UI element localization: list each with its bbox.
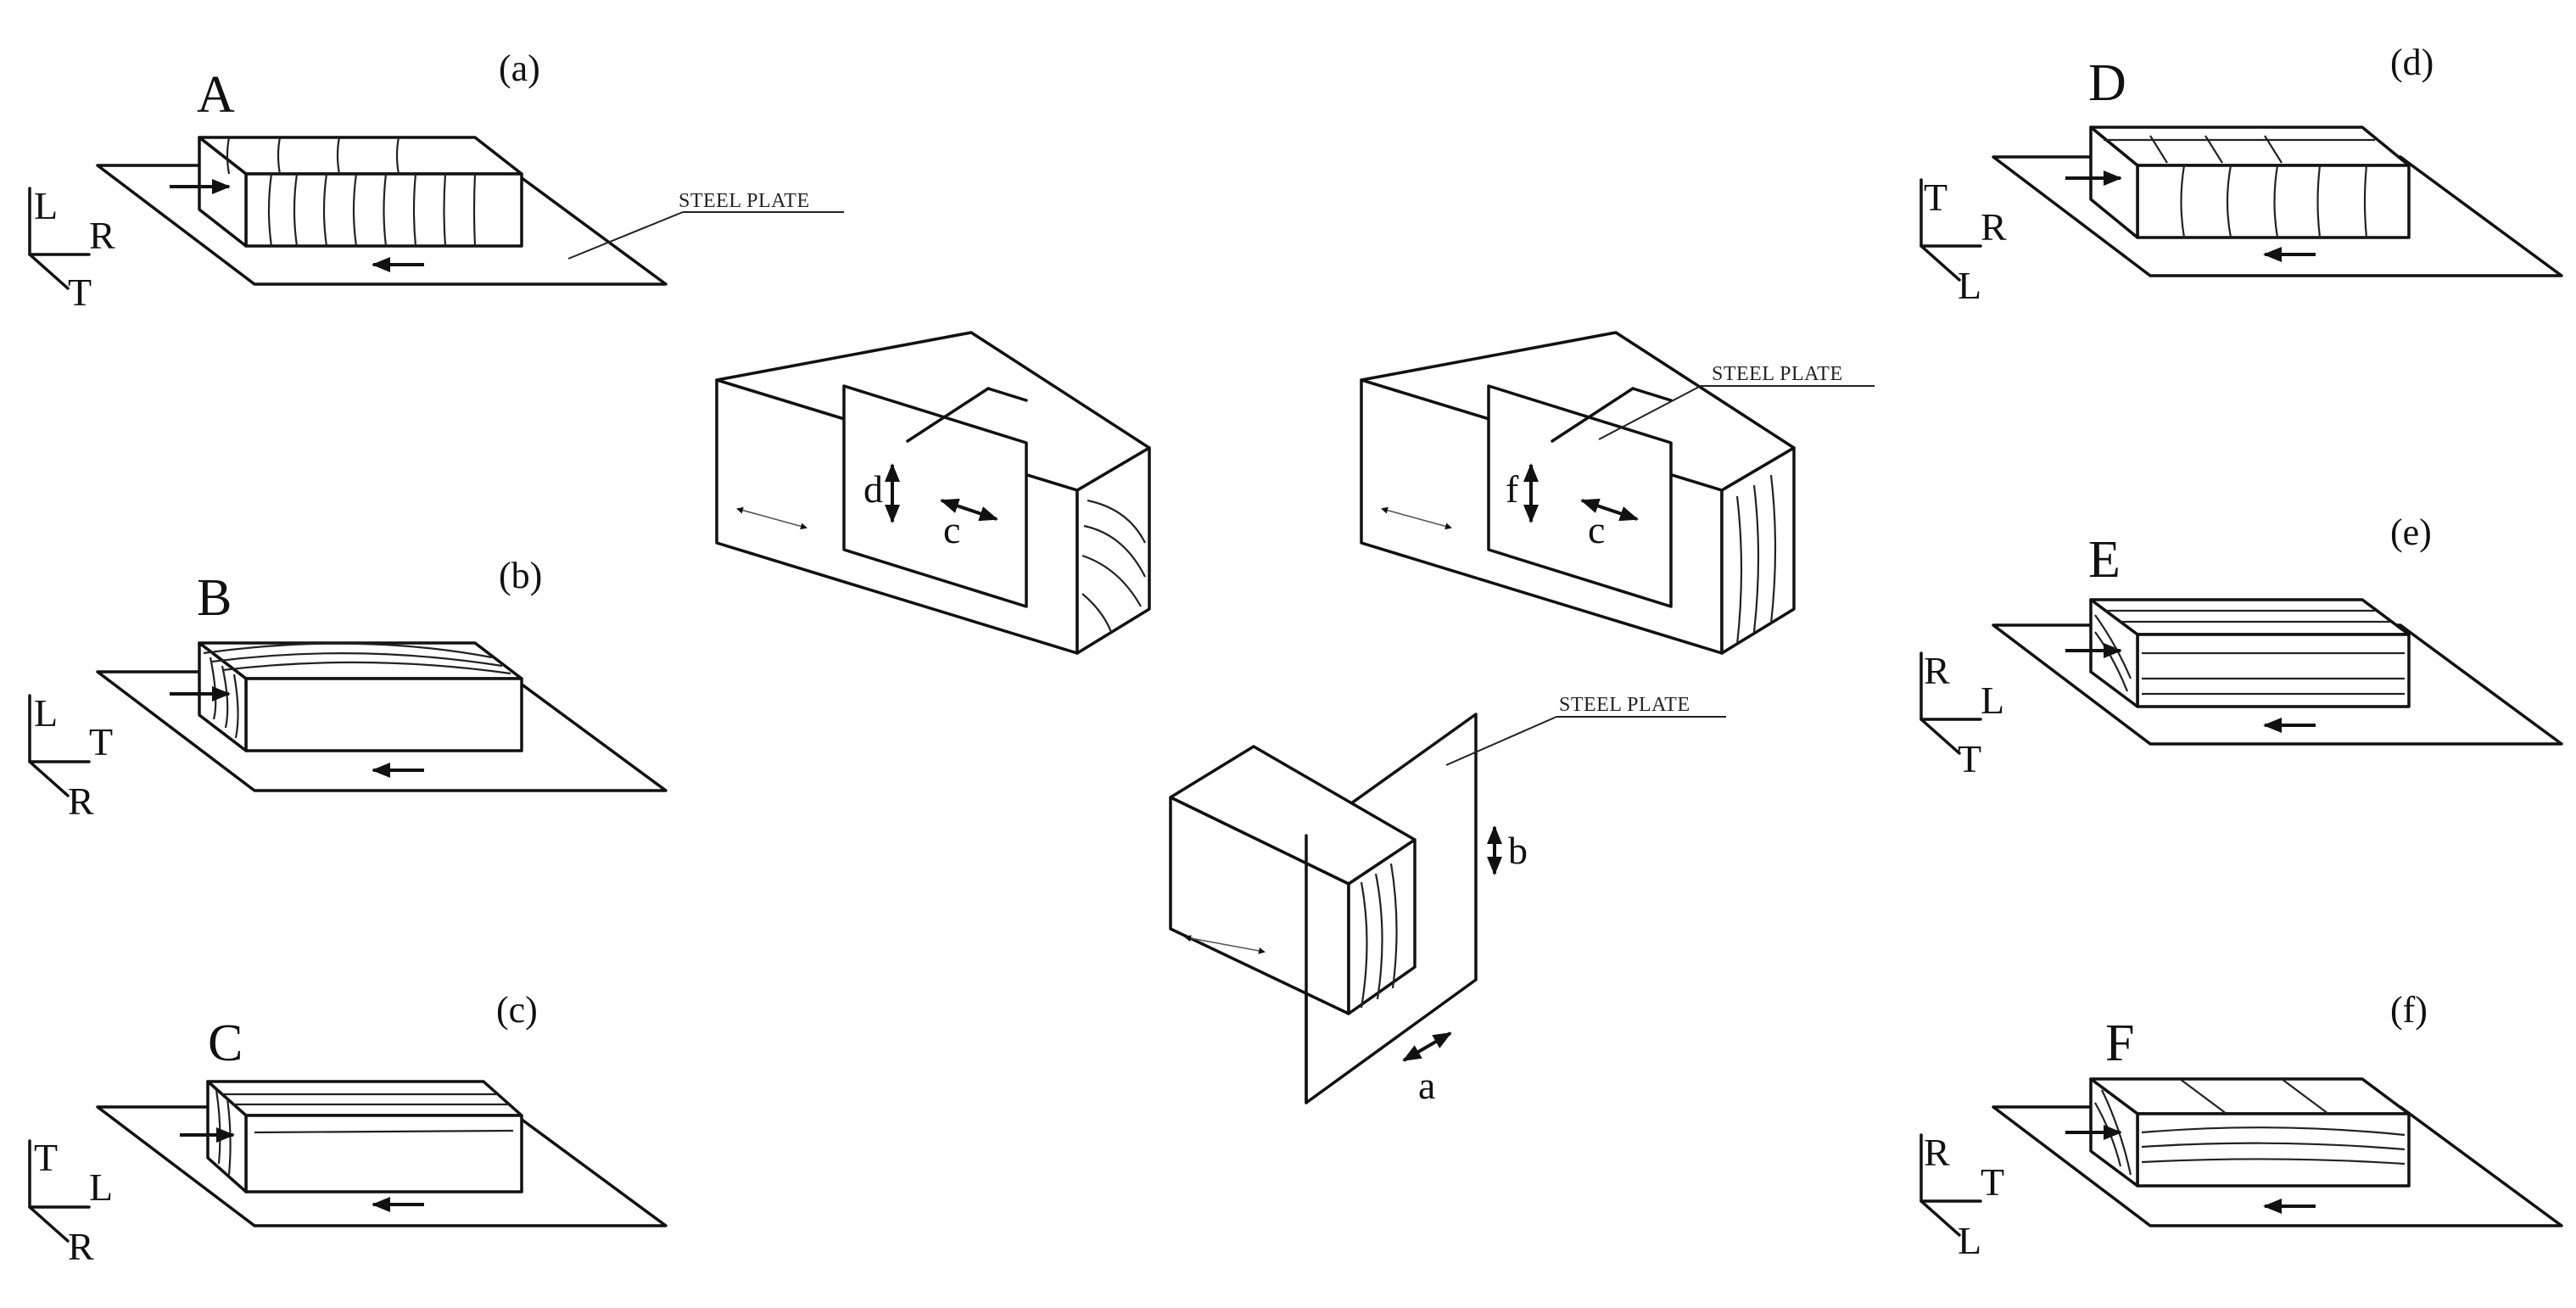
- specimen-tag-a: (a): [499, 48, 540, 89]
- direction-arrow-c-right: [1580, 498, 1639, 522]
- center-bottom-end-grain: [1360, 863, 1398, 1009]
- grain-direction-arrow-right: [1381, 506, 1452, 530]
- specimen-tag-c: (c): [496, 989, 538, 1031]
- center-left-block: d c: [715, 331, 1151, 655]
- specimen-e: E (e) R L T: [1919, 511, 2563, 780]
- steel-plate-leader-a: [567, 211, 684, 260]
- axis-triad-b: L T R: [28, 691, 113, 823]
- block-a-top: [198, 136, 523, 176]
- center-left-steel-plate: [842, 384, 1028, 608]
- grain-direction-arrow-bottom: [1184, 935, 1266, 954]
- specimen-tag-d: (d): [2390, 42, 2434, 83]
- grain-c: [215, 1089, 514, 1176]
- svg-text:R: R: [1924, 649, 1950, 692]
- specimen-letter-a: A: [197, 66, 235, 124]
- svg-text:L: L: [34, 184, 58, 227]
- grain-direction-arrow-left: [736, 506, 807, 530]
- block-d-top: [2089, 126, 2411, 167]
- specimen-tag-b: (b): [499, 555, 542, 596]
- grain-a: [226, 137, 477, 247]
- steel-plate-label-center-right: STEEL PLATE: [1712, 363, 1843, 385]
- steel-plate-label-a: STEEL PLATE: [679, 190, 810, 212]
- svg-text:L: L: [34, 691, 58, 735]
- block-e-front: [2136, 633, 2411, 708]
- direction-label-b: b: [1508, 829, 1528, 872]
- center-right-end-grain: [1735, 474, 1777, 646]
- block-c-top: [206, 1080, 523, 1117]
- block-c-front: [244, 1114, 523, 1193]
- center-right-block: f c STEEL PLATE: [1360, 331, 1875, 655]
- block-d-front: [2136, 164, 2411, 239]
- svg-text:R: R: [1924, 1131, 1950, 1174]
- center-left-end-grain: [1081, 499, 1146, 633]
- svg-text:L: L: [1958, 1219, 1981, 1262]
- block-b-front: [244, 677, 523, 752]
- center-bottom-block: b a STEEL PLATE: [1169, 694, 1726, 1107]
- svg-text:T: T: [89, 720, 113, 763]
- block-f-front: [2136, 1112, 2411, 1188]
- specimen-f: F (f) R T L: [1919, 989, 2563, 1262]
- specimen-letter-e: E: [2088, 531, 2121, 589]
- specimen-d: D (d) T R L: [1919, 42, 2563, 307]
- svg-text:T: T: [34, 1136, 58, 1179]
- svg-text:T: T: [68, 271, 92, 314]
- svg-text:L: L: [1981, 679, 2004, 722]
- svg-text:T: T: [1981, 1160, 2004, 1204]
- axis-triad-e: R L T: [1919, 649, 2004, 780]
- center-right-steel-plate: [1487, 384, 1673, 608]
- axis-triad-a: L R T: [28, 184, 115, 314]
- specimen-letter-b: B: [197, 569, 232, 627]
- direction-label-f: f: [1506, 467, 1519, 511]
- specimen-a: A (a) L R T STEEL PLATE: [28, 48, 844, 314]
- direction-label-c-right: c: [1588, 508, 1605, 551]
- axis-triad-c: T L R: [28, 1136, 113, 1268]
- block-f-top: [2089, 1077, 2411, 1115]
- direction-arrow-a: [1402, 1031, 1452, 1062]
- svg-text:T: T: [1924, 176, 1947, 219]
- direction-label-c-left: c: [943, 508, 960, 551]
- specimen-tag-f: (f): [2390, 989, 2428, 1031]
- svg-text:R: R: [68, 780, 94, 823]
- svg-text:R: R: [68, 1225, 94, 1268]
- svg-text:L: L: [1958, 264, 1981, 307]
- steel-plate-leader-center-bottom: [1445, 716, 1557, 766]
- specimen-letter-c: C: [208, 1015, 243, 1072]
- specimen-letter-f: F: [2105, 1015, 2134, 1072]
- svg-text:T: T: [1958, 737, 1981, 780]
- block-e-top: [2089, 598, 2411, 636]
- direction-label-a: a: [1418, 1064, 1435, 1107]
- svg-text:L: L: [89, 1165, 113, 1209]
- svg-text:R: R: [1981, 205, 2007, 249]
- grain-d: [2104, 135, 2375, 238]
- specimen-letter-d: D: [2088, 54, 2126, 112]
- specimen-tag-e: (e): [2390, 511, 2432, 553]
- steel-plate-leader-center-right: [1598, 385, 1702, 440]
- specimen-c: C (c) T L R: [28, 989, 668, 1268]
- grain-e: [2094, 609, 2405, 696]
- specimen-b: B (b) L T R: [28, 555, 668, 823]
- axis-triad-f: R T L: [1919, 1131, 2004, 1262]
- svg-text:R: R: [89, 214, 115, 257]
- direction-arrow-c-left: [940, 498, 998, 522]
- steel-plate-label-center-bottom: STEEL PLATE: [1559, 694, 1690, 716]
- axis-triad-d: T R L: [1919, 176, 2007, 307]
- direction-label-d: d: [863, 467, 883, 511]
- center-left-end: [1076, 446, 1151, 655]
